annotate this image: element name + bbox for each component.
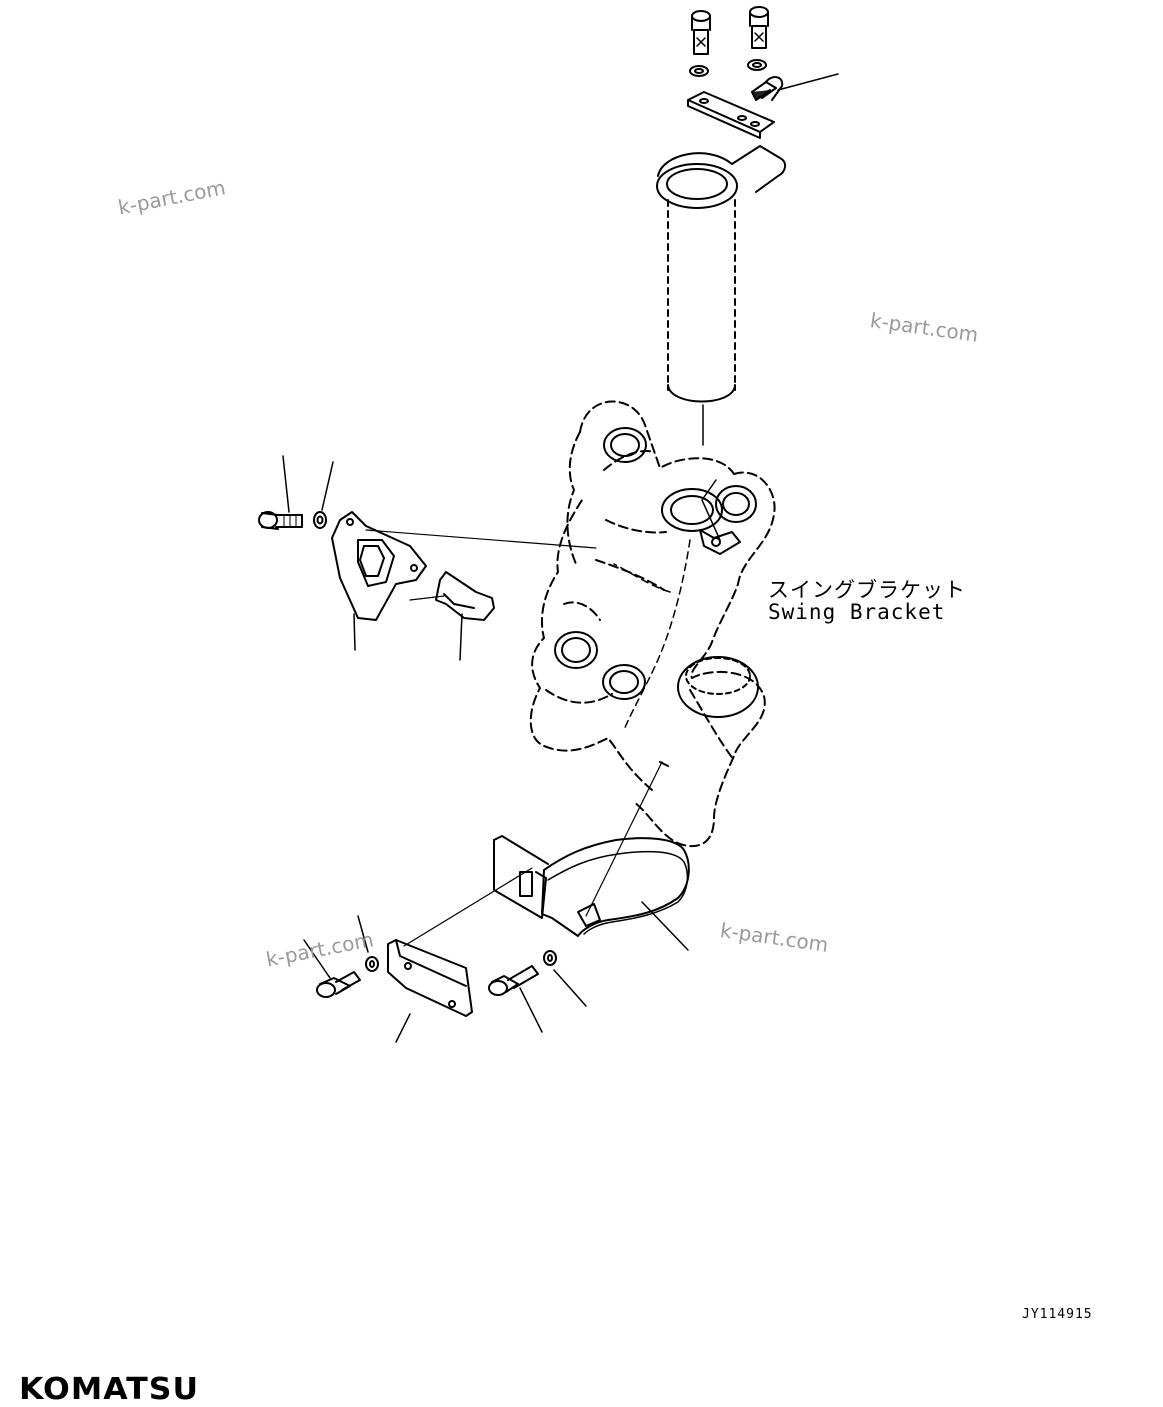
top-washer-left xyxy=(689,65,709,77)
cover-block-left xyxy=(409,571,495,661)
bolt-lower-left xyxy=(303,939,361,998)
pin-sleeve xyxy=(656,145,786,446)
washer-lower-left xyxy=(357,915,379,972)
pipe-clamp xyxy=(751,73,839,101)
swing-bracket-body xyxy=(529,400,776,848)
component-label-en: Swing Bracket xyxy=(768,600,946,624)
hose-bracket xyxy=(699,479,741,555)
top-washer-right xyxy=(747,59,767,71)
top-plate xyxy=(687,91,775,139)
washer-lower-right xyxy=(543,950,587,1007)
cover-washer-upper xyxy=(313,461,334,529)
under-cover-bracket xyxy=(387,867,533,1043)
bracket-bore-top xyxy=(603,427,647,463)
cover-plate-left xyxy=(331,511,427,651)
top-bolt-right xyxy=(749,6,769,49)
bracket-bore-center xyxy=(661,488,723,532)
bracket-bore-right xyxy=(715,485,757,523)
komatsu-logo: KOMATSU xyxy=(19,1372,200,1407)
bracket-bore-left xyxy=(554,631,598,669)
leader-line-cover xyxy=(365,529,597,549)
bracket-bore-lower xyxy=(602,664,646,700)
under-cover-large xyxy=(493,761,690,951)
drawing-code: JY114915 xyxy=(1022,1307,1093,1322)
component-label-jp: スイングブラケット xyxy=(768,578,966,602)
top-bolt-left xyxy=(691,10,711,55)
bolt-lower-right xyxy=(488,965,543,1033)
bracket-bore-large xyxy=(677,656,759,718)
hose-route xyxy=(613,539,691,731)
cover-bolt-upper xyxy=(258,455,303,530)
